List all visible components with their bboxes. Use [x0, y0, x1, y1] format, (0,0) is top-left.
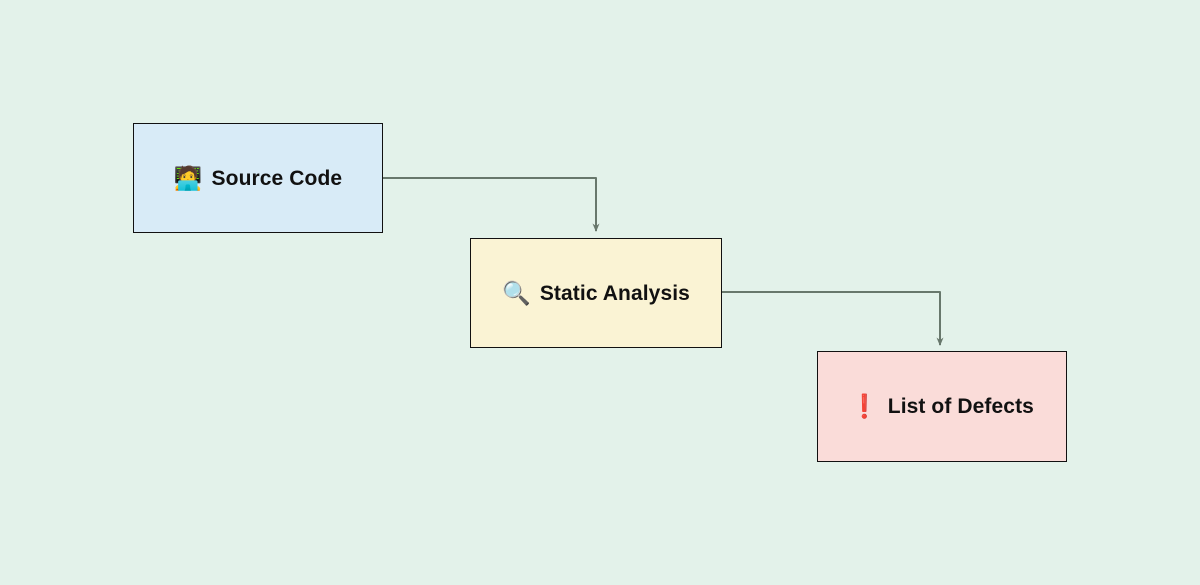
magnifying-glass-icon: 🔍: [502, 279, 531, 306]
node-list-of-defects-label: List of Defects: [887, 395, 1034, 418]
node-static-analysis: 🔍 Static Analysis: [470, 238, 722, 348]
node-source-code-label: Source Code: [211, 166, 343, 190]
connector-source-to-analysis: [383, 177, 600, 232]
node-list-of-defects: ❗ List of Defects: [817, 351, 1067, 462]
exclamation-mark-icon: ❗: [850, 393, 879, 419]
node-source-code: 🧑‍💻 Source Code: [133, 123, 383, 233]
technologist-icon: 🧑‍💻: [173, 164, 203, 191]
connector-analysis-to-defects: [722, 291, 944, 346]
node-static-analysis-label: Static Analysis: [539, 281, 690, 305]
